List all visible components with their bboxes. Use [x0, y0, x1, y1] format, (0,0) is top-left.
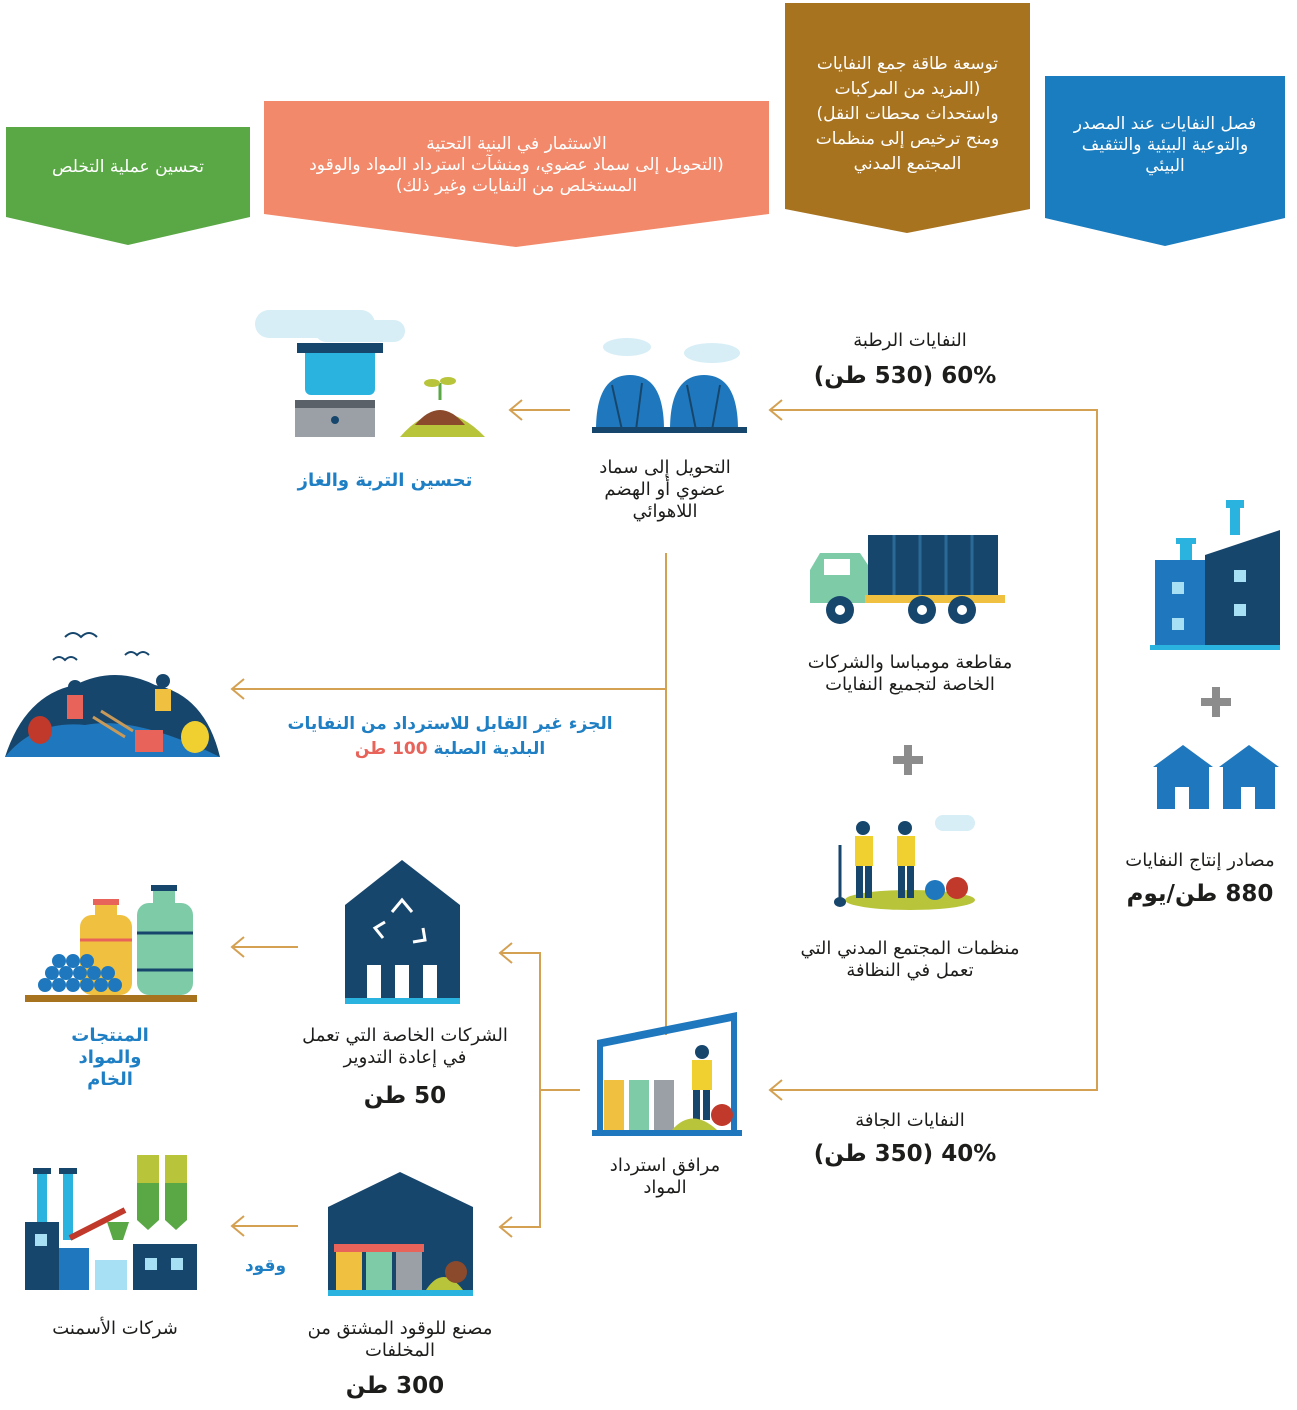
- residual-line1: الجزء غير القابل للاسترداد من النفايات: [287, 714, 613, 734]
- houses-icon: [1153, 745, 1279, 809]
- cement-label: شركات الأسمنت: [52, 1318, 178, 1339]
- rdf-label: مصنع للوقود المشتق من المخلفات: [307, 1318, 493, 1361]
- cso-workers-icon: [834, 815, 975, 910]
- banner-orange-shape: [264, 101, 769, 247]
- banner-disposal: تحسين عملية التخلص: [51, 156, 205, 177]
- plus-icon-sources: [1201, 687, 1231, 717]
- fuel-label: وقود: [244, 1256, 287, 1276]
- banner-source-separation: فصل النفايات عند المصدر والتوعية البيئية…: [1073, 113, 1257, 176]
- residual-amount: 100 طن: [354, 739, 428, 759]
- banner-green-shape: [6, 127, 250, 245]
- recyclers-label: الشركات الخاصة التي تعمل في إعادة التدوي…: [302, 1025, 508, 1068]
- recycling-factory-icon: [345, 860, 460, 1004]
- residual-line2: البلدية الصلبة 100 طن: [270, 738, 630, 760]
- wet-waste-label: النفايات الرطبة: [853, 330, 967, 351]
- residual-line2-prefix: البلدية الصلبة: [433, 739, 546, 759]
- dry-waste-label: النفايات الجافة: [855, 1110, 965, 1131]
- products-label: المنتجات والمواد الخام: [71, 1025, 149, 1090]
- county-collectors-label: مقاطعة مومباسا والشركات الخاصة لتجميع ال…: [807, 652, 1013, 695]
- mrf-label: مرافق استرداد المواد: [609, 1155, 721, 1198]
- rdf-plant-icon: [328, 1172, 473, 1296]
- rdf-amount: 300 طن: [345, 1373, 445, 1399]
- soil-gas-label: تحسين التربة والغاز: [297, 470, 473, 491]
- banner-collection-capacity: توسعة طاقة جمع النفايات (المزيد من المرك…: [815, 54, 1000, 174]
- bottles-and-pellets-icon: [25, 885, 197, 1002]
- pot-and-soil-icon: [255, 310, 485, 437]
- cso-label: منظمات المجتمع المدني التي تعمل في النظا…: [800, 938, 1020, 981]
- dry-waste-amount: 40% (350 طن): [813, 1141, 997, 1167]
- recyclers-amount: 50 طن: [363, 1083, 447, 1109]
- sources-label: مصادر إنتاج النفايات: [1125, 850, 1275, 871]
- banner-infrastructure: الاستثمار في البنية التحتية (التحويل إلى…: [309, 133, 724, 196]
- wet-waste-amount: 60% (530 طن): [813, 363, 997, 389]
- landfill-icon: [5, 632, 220, 757]
- banner-brown-shape: [785, 3, 1030, 233]
- cement-plant-icon: [25, 1155, 197, 1290]
- sources-amount: 880 طن/يوم: [1126, 881, 1274, 907]
- composting-label: التحويل إلى سماد عضوي أو الهضم اللاهوائي: [599, 457, 731, 522]
- banner-blue-shape: [1045, 76, 1285, 246]
- mrf-shelter-icon: [592, 1012, 742, 1136]
- plus-icon-collectors: [893, 745, 923, 775]
- compost-domes-icon: [592, 338, 747, 433]
- factory-icon: [1150, 500, 1280, 650]
- garbage-truck-icon: [810, 535, 1005, 624]
